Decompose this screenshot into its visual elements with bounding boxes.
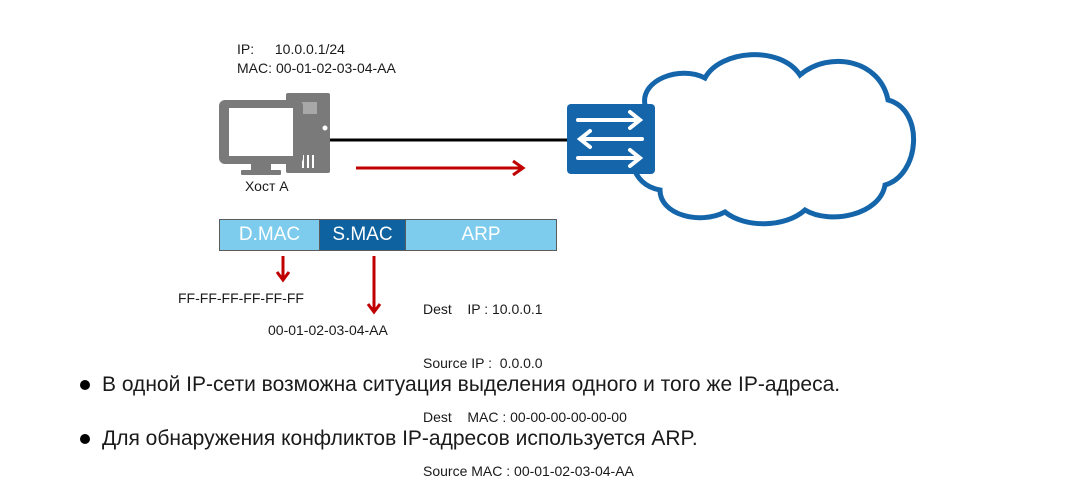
bullet-item: В одной IP-сети возможна ситуация выделе… bbox=[80, 370, 840, 400]
arp-field-source-ip: Source IP : 0.0.0.0 bbox=[423, 355, 543, 371]
frame-segment-smac: S.MAC bbox=[320, 220, 406, 250]
mac-value: 00-01-02-03-04-AA bbox=[276, 60, 396, 76]
flow-arrow-icon bbox=[356, 159, 526, 177]
bullet-list: В одной IP-сети возможна ситуация выделе… bbox=[80, 370, 840, 478]
host-address-info: IP: 10.0.0.1/24 MAC:00-01-02-03-04-AA bbox=[237, 40, 396, 78]
bullet-text: Для обнаружения конфликтов IP-адресов ис… bbox=[102, 427, 698, 450]
dmac-value: FF-FF-FF-FF-FF-FF bbox=[178, 290, 304, 306]
frame-segment-arp: ARP bbox=[406, 220, 556, 250]
frame-segment-dmac: D.MAC bbox=[220, 220, 320, 250]
mac-label: MAC: bbox=[237, 60, 272, 76]
switch-icon bbox=[567, 104, 655, 174]
dmac-arrow-icon bbox=[275, 256, 291, 283]
arp-field-dest-ip: Dest IP : 10.0.0.1 bbox=[423, 301, 543, 317]
arp-fields: Dest IP : 10.0.0.1 Source IP : 0.0.0.0 D… bbox=[423, 264, 634, 498]
bullet-item: Для обнаружения конфликтов IP-адресов ис… bbox=[80, 424, 840, 454]
computer-icon bbox=[219, 93, 330, 175]
host-name: Хост A bbox=[245, 178, 289, 194]
arp-field-source-mac: Source MAC : 00-01-02-03-04-AA bbox=[423, 463, 634, 479]
ip-value: 10.0.0.1/24 bbox=[274, 41, 345, 57]
arp-frame: D.MAC S.MAC ARP bbox=[219, 219, 557, 251]
cloud-icon bbox=[630, 52, 916, 227]
ip-label: IP: bbox=[237, 41, 255, 57]
bullet-dot-icon bbox=[80, 380, 90, 390]
bullet-text: В одной IP-сети возможна ситуация выделе… bbox=[102, 373, 841, 396]
smac-arrow-icon bbox=[366, 256, 382, 315]
bullet-dot-icon bbox=[80, 434, 90, 444]
arp-field-dest-mac: Dest MAC : 00-00-00-00-00-00 bbox=[423, 409, 627, 425]
smac-value: 00-01-02-03-04-AA bbox=[268, 322, 388, 338]
